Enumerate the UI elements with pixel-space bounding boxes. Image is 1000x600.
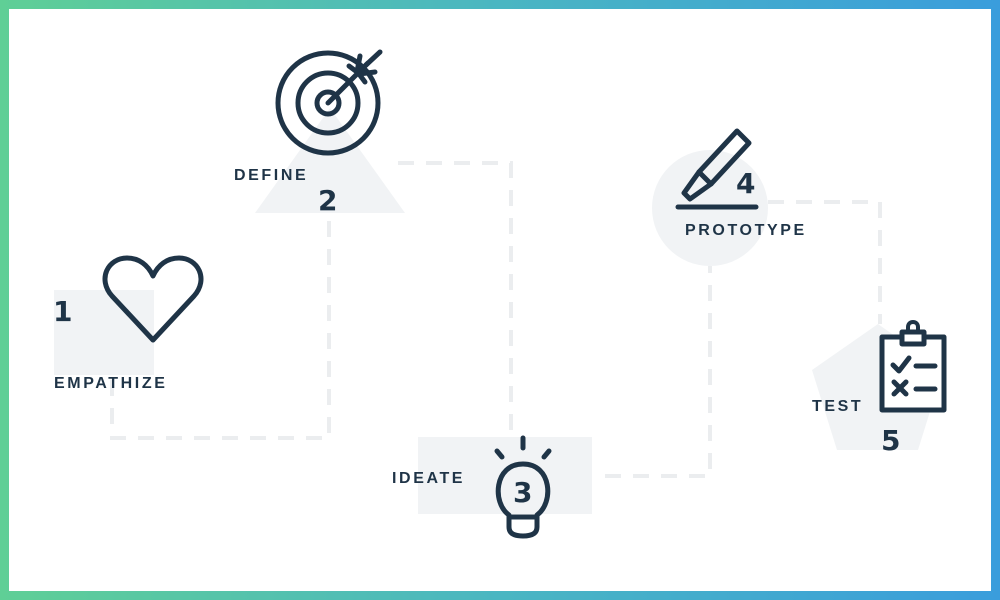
step-1-square-shape xyxy=(54,290,154,375)
connector-2-3 xyxy=(398,161,513,437)
step-2-number: 2 xyxy=(318,184,338,217)
step-1-number: 1 xyxy=(53,295,73,328)
step-3-number: 3 xyxy=(513,476,533,509)
step-4-number: 4 xyxy=(736,167,756,200)
step-4-label: PROTOTYPE xyxy=(685,222,807,239)
connector-4-5 xyxy=(768,200,882,324)
connector-3-4 xyxy=(605,266,712,478)
step-2-triangle-shape xyxy=(255,108,405,213)
clipboard-checklist-icon xyxy=(879,320,947,413)
connector-1-2 xyxy=(110,213,331,440)
pencil-icon xyxy=(675,128,759,210)
step-5-number: 5 xyxy=(881,424,901,457)
step-2-label: DEFINE xyxy=(234,167,309,184)
step-1-label: EMPATHIZE xyxy=(54,375,168,392)
lightbulb-icon xyxy=(494,435,552,539)
target-icon xyxy=(275,49,383,156)
step-5-label: TEST xyxy=(812,398,864,415)
dashed-connectors xyxy=(110,161,882,478)
step-3-label: IDEATE xyxy=(392,470,466,487)
heart-icon xyxy=(102,255,204,343)
